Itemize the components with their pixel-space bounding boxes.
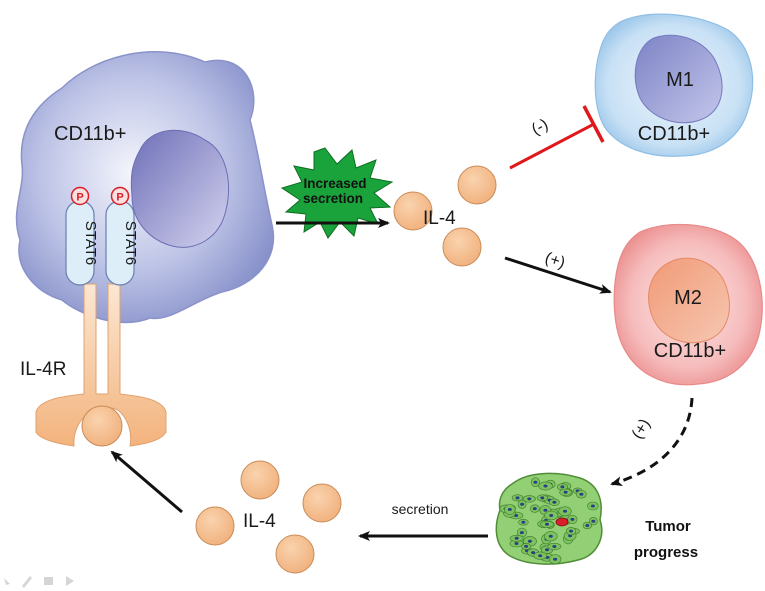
tumor-cell-nucleus bbox=[531, 551, 536, 555]
cd11b-nucleus bbox=[130, 129, 229, 248]
il4-cluster-bottom: IL-4 bbox=[195, 460, 342, 574]
inhibit-sign: (-) bbox=[529, 116, 551, 138]
tumor-cell-nucleus bbox=[552, 545, 557, 548]
phospho-left-label: P bbox=[76, 192, 83, 204]
tumor-cell-nucleus bbox=[545, 522, 549, 526]
il4-top-label: IL-4 bbox=[423, 208, 456, 229]
il4-ball bbox=[442, 227, 482, 267]
stat6-left-label: STAT6 bbox=[82, 221, 99, 265]
tumor-cell-nucleus bbox=[560, 485, 565, 489]
tumor-cell-nucleus bbox=[514, 542, 519, 545]
burst-line1: Increased bbox=[303, 176, 366, 191]
inhibit-line bbox=[509, 122, 595, 170]
stat6-right-label: STAT6 bbox=[122, 221, 139, 265]
dashed-arrow-tumor bbox=[610, 397, 694, 486]
secretion-label: secretion bbox=[392, 501, 449, 517]
inhibit-bar bbox=[582, 105, 605, 143]
m1-label: M1 bbox=[666, 69, 694, 91]
tumor-cells bbox=[499, 477, 599, 565]
tumor-cell-nucleus bbox=[533, 480, 538, 484]
pointer-icon[interactable] bbox=[4, 578, 10, 585]
tumor-cell-nucleus bbox=[569, 529, 573, 533]
slide-toolbar[interactable] bbox=[4, 576, 74, 588]
il4r-label: IL-4R bbox=[20, 359, 66, 380]
stat6-right: STAT6 P bbox=[105, 186, 139, 286]
tumor-cell-nucleus bbox=[524, 544, 529, 548]
m1-nucleus bbox=[634, 34, 723, 124]
tumor-cell-nucleus bbox=[527, 497, 532, 501]
tumor-cell-nucleus bbox=[540, 496, 545, 500]
tumor-cell-nucleus bbox=[552, 500, 557, 504]
il4-ball bbox=[275, 534, 315, 574]
tumor-cell-nucleus bbox=[543, 508, 548, 512]
pen-icon[interactable] bbox=[22, 576, 32, 588]
tumor-cell-nucleus bbox=[532, 507, 537, 511]
phospho-left-icon bbox=[70, 186, 90, 206]
tumor-cell-nucleus bbox=[553, 557, 558, 561]
promote-arrow-m2 bbox=[504, 256, 612, 294]
il4-ball bbox=[195, 506, 235, 546]
promotion-to-m2: (+) bbox=[504, 250, 612, 294]
il4-ball-bound bbox=[81, 405, 123, 447]
inhibition-to-m1: (-) bbox=[509, 105, 605, 170]
tumor-cell-nucleus bbox=[549, 514, 554, 517]
il4-cluster-top: IL-4 bbox=[393, 165, 497, 267]
tumor-cell-nucleus bbox=[591, 519, 596, 523]
m1-cd11b-label: CD11b+ bbox=[638, 123, 710, 145]
tumor-cell-nucleus bbox=[563, 509, 567, 513]
burst-line2: secretion bbox=[303, 191, 363, 206]
cd11b-main-cell: CD11b+ bbox=[15, 50, 275, 323]
tumor-cell-nucleus bbox=[548, 534, 553, 538]
arrow-to-receptor bbox=[110, 450, 183, 514]
tumor-cell-nucleus bbox=[543, 484, 548, 488]
il4-receptor: IL-4R bbox=[20, 283, 167, 447]
tumor-cell-nucleus bbox=[545, 548, 549, 552]
m1-cell: M1 CD11b+ bbox=[594, 13, 754, 157]
il4-ball bbox=[457, 165, 497, 205]
tumor-cell-nucleus bbox=[519, 531, 524, 535]
il4-ball bbox=[393, 191, 433, 231]
promote-sign-m2: (+) bbox=[543, 250, 567, 272]
m2-cell: M2 CD11b+ bbox=[613, 223, 763, 386]
menu-icon[interactable] bbox=[44, 577, 53, 585]
receptor-stalk bbox=[35, 283, 167, 447]
phospho-right-icon bbox=[110, 186, 130, 206]
tumor-cell-nucleus bbox=[563, 490, 568, 494]
stat6-left: STAT6 P bbox=[65, 186, 99, 286]
tumor-cell-nucleus bbox=[579, 492, 584, 496]
tumor-cell-nucleus bbox=[515, 496, 520, 500]
m2-nucleus bbox=[648, 257, 730, 344]
next-icon[interactable] bbox=[66, 576, 74, 586]
tumor-line1: Tumor bbox=[645, 518, 691, 535]
il4-ball bbox=[302, 483, 342, 523]
cd11b-main-label: CD11b+ bbox=[54, 123, 126, 145]
tumor-line2: progress bbox=[634, 544, 698, 561]
tumor-cell-nucleus bbox=[527, 539, 532, 543]
m2-cd11b-label: CD11b+ bbox=[654, 340, 726, 362]
burst-star-icon bbox=[280, 147, 394, 239]
promotion-to-tumor: (+) bbox=[610, 397, 694, 486]
red-tumor-cell bbox=[555, 517, 569, 527]
tumor-cell-nucleus bbox=[570, 517, 575, 521]
promote-sign-tumor: (+) bbox=[629, 416, 654, 442]
il4-bottom-label: IL-4 bbox=[243, 511, 276, 532]
m2-label: M2 bbox=[674, 287, 702, 309]
phospho-right-label: P bbox=[116, 192, 123, 204]
tumor-tissue-icon bbox=[495, 472, 603, 565]
tumor-cell-nucleus bbox=[590, 504, 595, 508]
il4-ball bbox=[240, 460, 280, 500]
tumor-cell-nucleus bbox=[521, 520, 526, 524]
tumor-cell-nucleus bbox=[520, 502, 525, 506]
tumor-cell-nucleus bbox=[585, 524, 590, 527]
tumor-cell-nucleus bbox=[514, 536, 519, 540]
tumor-cell-nucleus bbox=[538, 554, 543, 558]
increased-secretion-burst: Increased secretion bbox=[280, 147, 394, 239]
secretion-arrow: secretion bbox=[358, 501, 488, 541]
tumor-cell-nucleus bbox=[507, 508, 512, 511]
